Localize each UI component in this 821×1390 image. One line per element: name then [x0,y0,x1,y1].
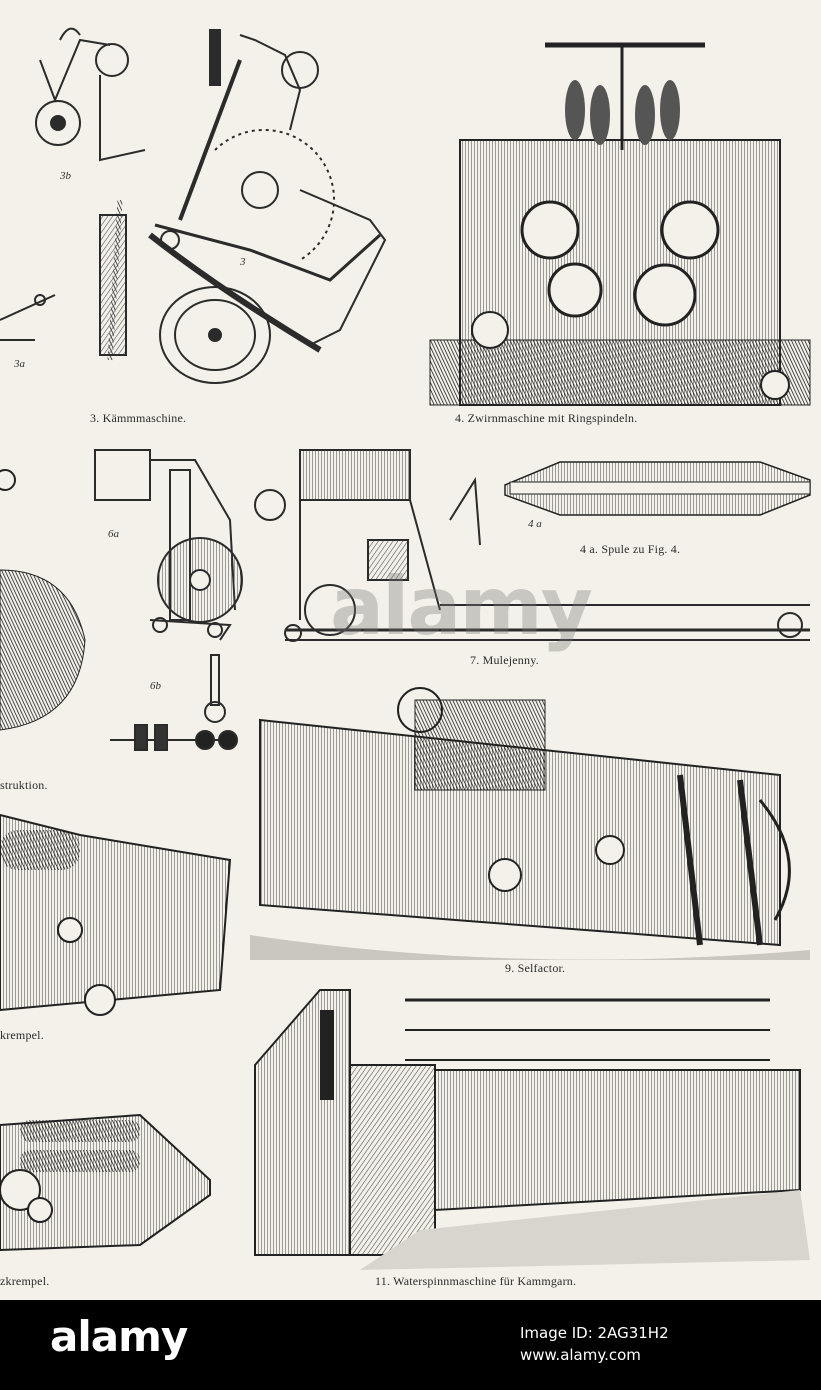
label-3b: 3b [60,170,71,182]
watermark-center: alamy [330,560,593,653]
label-3: 3 [240,256,246,268]
engraving-illustrations [0,27,811,1270]
fig6a-drawing [94,449,243,641]
fig6b-drawing [110,654,238,751]
label-3a: 3a [14,358,25,370]
fig4a-drawing [504,461,811,516]
caption-fig4: 4. Zwirnmaschine mit Ringspindeln. [455,411,638,425]
caption-fig7: 7. Mulejenny. [470,653,539,667]
image-id-block: Image ID: 2AG31H2 www.alamy.com [520,1322,669,1366]
zkrempel-partial-drawing [0,1113,211,1252]
label-6a: 6a [108,528,119,540]
label-6b: 6b [150,680,161,692]
fig3-drawing [99,29,387,384]
fig3a-drawing [0,294,56,341]
caption-fig6-partial: struktion. [0,778,48,792]
caption-fig9: 9. Selfactor. [505,961,566,975]
footer-bar [0,1300,821,1390]
caption-zkrempel-partial: zkrempel. [0,1274,50,1288]
krempel-partial-drawing [0,813,232,1016]
fig6-partial-drawing [0,469,86,731]
fig4-drawing [429,42,811,406]
fig7-drawing [254,449,810,642]
image-id-text: Image ID: 2AG31H2 [520,1324,669,1342]
fig3b-drawing [35,27,146,162]
caption-fig11: 11. Waterspinnmaschine für Kammgarn. [375,1274,577,1288]
fig11-drawing [254,989,810,1270]
label-4a: 4 a [528,518,542,530]
fig9-drawing [250,687,810,960]
caption-fig4a: 4 a. Spule zu Fig. 4. [580,542,681,556]
website-text: www.alamy.com [520,1346,641,1364]
caption-krempel-partial: krempel. [0,1028,44,1042]
engraving-plate: alamy 3b 3 3a 6a 6b 4 a 3. Kämmmaschine.… [0,0,821,1300]
brand-logo: alamy [50,1312,188,1361]
caption-fig3: 3. Kämmmaschine. [90,411,187,425]
